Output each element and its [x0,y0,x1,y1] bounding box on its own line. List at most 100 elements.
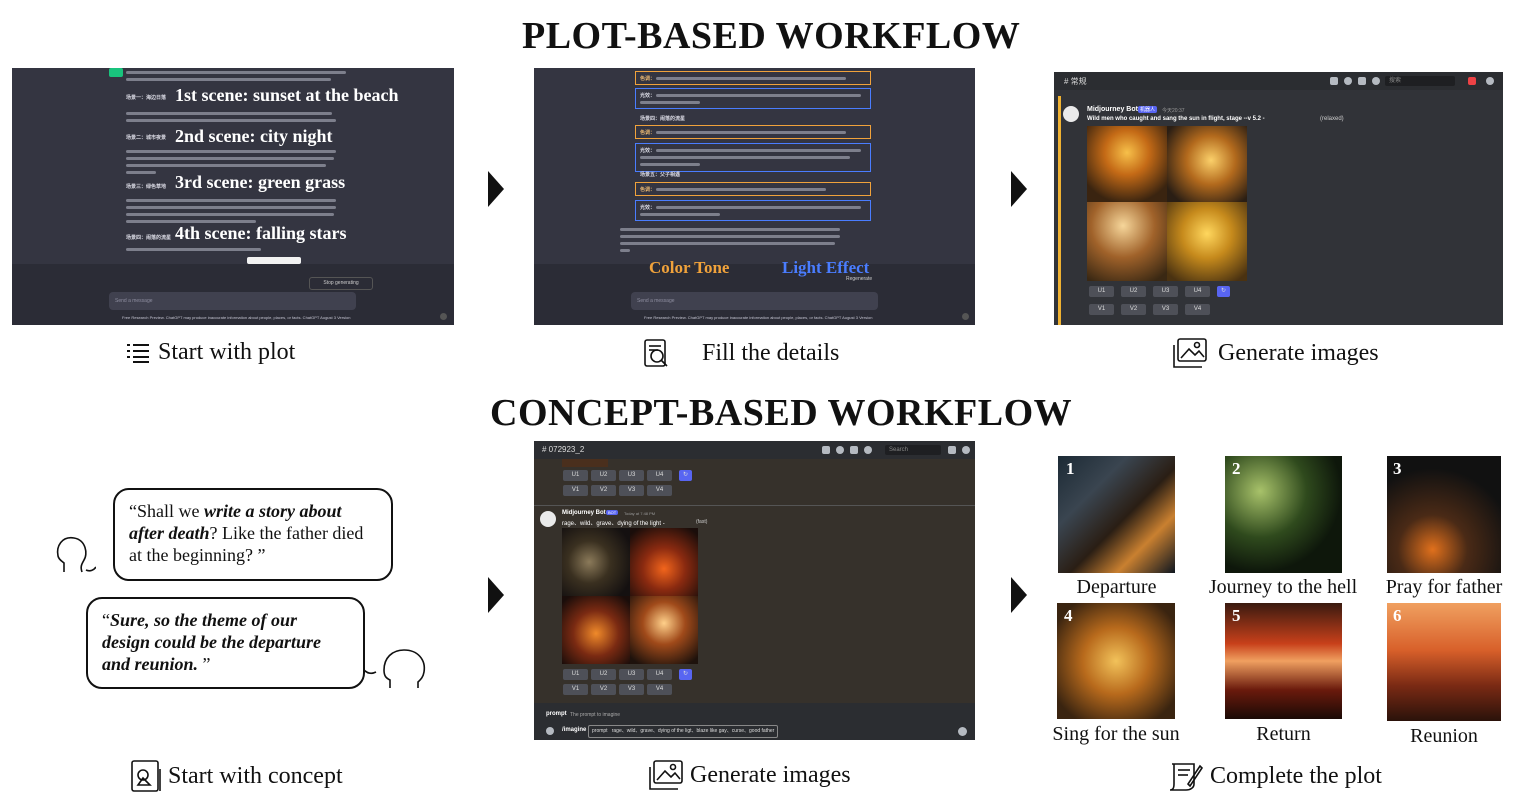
variation-button-1[interactable]: V1 [1089,304,1114,315]
upscale-button-1[interactable]: U1 [563,669,588,680]
prev-variation-button-3[interactable]: V3 [619,485,644,496]
image-gallery-icon [1173,338,1207,368]
prev-upscale-button-2[interactable]: U2 [591,470,616,481]
panel-number-2: 2 [1232,459,1241,478]
scene-tag-1: 场景一：海边日落 [126,95,167,101]
color-tone-highlight-3 [635,182,871,196]
channel-name: # 072923_2 [542,445,585,454]
upscale-button-2[interactable]: U2 [591,669,616,680]
prompt-text: rage、wild、grave、dying of the light - [562,521,665,527]
help-icon[interactable] [1486,77,1494,85]
light-effect-label: Light Effect [782,258,870,277]
panel-caption-5: Return [1256,723,1311,745]
user-speech-bubble: “Shall we write a story about after deat… [113,488,393,581]
user-head-icon [56,536,96,573]
prev-variation-button-4[interactable]: V4 [647,485,672,496]
upscale-button-2[interactable]: U2 [1121,286,1146,297]
regenerate-button[interactable]: Regenerate [846,276,873,282]
scene-tag-4: 场景四：闹落的流星 [126,235,172,241]
variation-button-2[interactable]: V2 [1121,304,1146,315]
toolbar-icons[interactable] [822,446,882,454]
ai-speech-bubble: “Sure, so the theme of our design could … [86,597,365,689]
panel-number-4: 4 [1064,606,1073,625]
chatgpt-plot-screenshot: 场景一：海边日落 1st scene: sunset at the beach … [12,68,454,325]
generated-image-1[interactable] [1087,126,1167,202]
variation-button-3[interactable]: V3 [619,684,644,695]
flow-arrow [488,577,504,613]
script-writing-icon [1169,763,1204,791]
ai-head-icon [363,649,426,688]
bot-avatar [540,511,556,527]
light-effect-highlight-2 [635,143,871,172]
upscale-button-1[interactable]: U1 [1089,286,1114,297]
emoji-icon[interactable] [958,727,967,736]
generated-image-1[interactable] [562,528,630,596]
chat-footer: Free Research Preview. ChatGPT may produ… [644,315,873,320]
color-tone-highlight-2 [635,125,871,139]
variation-button-4[interactable]: V4 [647,684,672,695]
help-icon[interactable] [962,313,969,320]
image-gallery-icon [649,760,683,790]
toolbar-icons[interactable] [1330,77,1392,85]
mode-text: (fast) [696,519,708,525]
message-input[interactable]: Send a message [109,292,356,310]
prev-upscale-button-4[interactable]: U4 [647,470,672,481]
prompt-text: Wild men who caught and sang the sun in … [1087,116,1265,122]
search-input[interactable]: Search [885,445,941,455]
color-tone-label: Color Tone [649,258,730,277]
caption-start-with-concept: Start with concept [130,759,343,793]
caption-generate-images-1: Generate images [1172,337,1379,369]
bot-badge: BOT [606,510,619,515]
generated-image-2[interactable] [630,528,698,596]
bot-name: Midjourney Bot [562,510,606,516]
prev-variation-button-2[interactable]: V2 [591,485,616,496]
panel-caption-6: Reunion [1410,725,1478,747]
variation-button-4[interactable]: V4 [1185,304,1210,315]
caption-fill-the-details: Fill the details [640,337,839,369]
command-input[interactable]: prompt rage、wild、grave、dying of the ligt… [588,725,779,738]
inbox-icon[interactable] [948,446,956,454]
generated-image-4[interactable] [1167,202,1247,281]
plot-panel-4-image [1057,603,1175,719]
chatgpt-details-screenshot: 色调： 光效： 场景四：闹落的流星 色调： 光效： 场景五：父子相遇 色调： 光… [534,68,975,325]
generated-image-2[interactable] [1167,126,1247,202]
panel-number-1: 1 [1066,459,1075,478]
help-icon[interactable] [440,313,447,320]
message-input[interactable]: Send a message [631,292,878,310]
generated-image-4[interactable] [630,596,698,664]
prev-upscale-button-3[interactable]: U3 [619,470,644,481]
bot-name: Midjourney Bot [1087,106,1138,113]
variation-button-1[interactable]: V1 [563,684,588,695]
plot-panel-5-image [1225,603,1342,719]
color-tone-highlight-1 [635,71,871,85]
variation-button-3[interactable]: V3 [1153,304,1178,315]
extension-toolbar[interactable] [247,257,301,264]
prev-variation-button-1[interactable]: V1 [563,485,588,496]
reroll-button[interactable]: ↻ [1217,286,1230,297]
plot-panel-3-image [1387,456,1501,573]
help-icon[interactable] [962,446,970,454]
document-search-icon [644,339,668,367]
upscale-button-4[interactable]: U4 [647,669,672,680]
upscale-button-3[interactable]: U3 [619,669,644,680]
inbox-icon[interactable] [1468,77,1476,85]
upscale-button-4[interactable]: U4 [1185,286,1210,297]
generated-image-3[interactable] [1087,202,1167,281]
prev-upscale-button-1[interactable]: U1 [563,470,588,481]
generated-image-3[interactable] [562,596,630,664]
option-label: prompt [546,711,567,717]
option-description: The prompt to imagine [570,712,621,718]
add-icon[interactable] [546,727,554,735]
flow-arrow [488,171,504,207]
stop-generating-button[interactable]: Stop generating [309,277,373,290]
scene-tag-2: 场景二：城市夜景 [126,135,167,141]
variation-button-2[interactable]: V2 [591,684,616,695]
scene-label-1: 1st scene: sunset at the beach [175,85,399,105]
panel-caption-2: Journey to the hell [1208,576,1358,598]
search-input[interactable]: 搜索 [1385,76,1455,86]
reroll-button[interactable]: ↻ [679,669,692,680]
prev-reroll-button[interactable]: ↻ [679,470,692,481]
upscale-button-3[interactable]: U3 [1153,286,1178,297]
caption-start-with-plot: Start with plot [126,339,295,366]
scene-label-4: 4th scene: falling stars [175,223,347,243]
